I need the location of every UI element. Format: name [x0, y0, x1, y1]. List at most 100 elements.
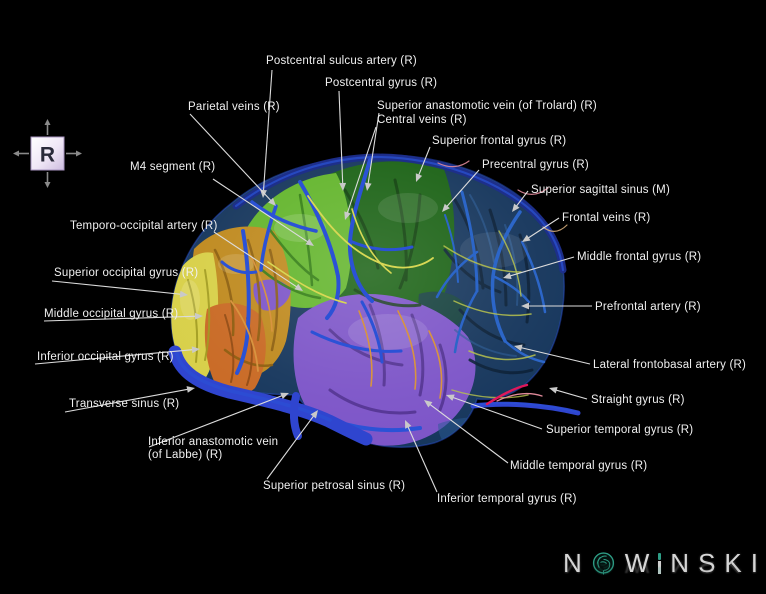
leader-line [526, 217, 560, 240]
leader-line [262, 69, 273, 193]
logo-letter: W [624, 548, 650, 578]
logo-letter: N [670, 548, 690, 578]
leader-arrowhead [186, 386, 195, 393]
parietal-veins [220, 158, 414, 375]
leader-arrowhead [179, 290, 188, 298]
anatomy-label-14[interactable]: Inferior anastomotic vein (of Labbe) (R) [148, 436, 279, 461]
logo-letter: N [562, 548, 582, 578]
leader-line [519, 346, 591, 365]
leader-line [367, 112, 380, 186]
orientation-cube-face[interactable] [30, 136, 65, 171]
leader-arrowhead [503, 272, 512, 279]
anatomy-label-15[interactable]: Superior petrosal sinus (R) [263, 480, 406, 492]
anatomy-label-11[interactable]: Middle occipital gyrus (R) [44, 308, 179, 320]
transverse-highlight [175, 352, 332, 422]
anatomy-label-6[interactable]: Precentral gyrus (R) [482, 159, 589, 171]
anatomy-label-22[interactable]: Middle frontal gyrus (R) [577, 251, 702, 263]
orientation-widget[interactable]: R [13, 118, 83, 190]
anatomy-label-7[interactable]: Parietal veins (R) [188, 101, 280, 113]
anatomy-label-21[interactable]: Prefrontal artery (R) [595, 301, 701, 313]
leader-arrowhead [424, 400, 433, 408]
leader-arrowhead [522, 234, 531, 242]
logo-letter: I [750, 562, 758, 577]
leader-line [148, 394, 284, 448]
anatomy-label-5[interactable]: Superior frontal gyrus (R) [432, 135, 567, 147]
leader-line [64, 388, 190, 413]
anatomy-label-12[interactable]: Inferior occipital gyrus (R) [37, 351, 174, 363]
logo-letter: N [670, 562, 690, 577]
leader-arrowhead [415, 173, 423, 182]
leader-arrowhead [339, 182, 347, 191]
anatomy-label-18[interactable]: Superior temporal gyrus (R) [546, 424, 694, 436]
leader-line [428, 403, 509, 464]
anatomy-label-17[interactable]: Middle temporal gyrus (R) [510, 460, 648, 472]
logo-letter: I [750, 548, 758, 578]
sinus-highlight [234, 155, 565, 272]
anatomy-label-16[interactable]: Inferior temporal gyrus (R) [437, 493, 577, 505]
leader-line [417, 146, 431, 177]
leader-arrowhead [442, 203, 450, 212]
anatomy-label-24[interactable]: Superior sagittal sinus (M) [531, 184, 670, 196]
anatomy-label-19[interactable]: Straight gyrus (R) [591, 394, 685, 406]
logo-letter: S [698, 548, 716, 578]
leader-arrowhead [280, 392, 289, 400]
leader-line [554, 389, 588, 400]
vessels[interactable] [168, 153, 581, 446]
logo-accent-i [658, 552, 662, 574]
anatomy-label-9[interactable]: Temporo-occipital artery (R) [70, 220, 218, 232]
rotate-left-arrowhead[interactable] [13, 150, 19, 157]
arteries [230, 160, 568, 406]
leader-line [508, 256, 575, 277]
brain-logo-icon [592, 551, 614, 574]
leader-line [266, 414, 315, 480]
anatomy-label-2[interactable]: Postcentral gyrus (R) [325, 77, 438, 89]
leader-arrowhead [512, 203, 520, 212]
leader-arrowhead [514, 344, 523, 352]
leader-line [445, 169, 480, 208]
anatomy-label-20[interactable]: Lateral frontobasal artery (R) [593, 359, 747, 371]
leader-arrowhead [446, 394, 455, 401]
leader-arrowhead [344, 211, 351, 220]
frontal-veins [435, 190, 547, 364]
rotate-right-arrowhead[interactable] [76, 150, 82, 157]
leader-line [406, 425, 438, 493]
anatomy-label-3[interactable]: Superior anastomotic vein (of Trolard) (… [377, 100, 597, 112]
orientation-letter: R [40, 144, 55, 167]
anatomy-label-23[interactable]: Frontal veins (R) [562, 212, 651, 224]
leader-line [43, 315, 198, 322]
leader-line [451, 396, 543, 430]
anatomy-label-8[interactable]: M4 segment (R) [130, 161, 216, 173]
rotate-up-arrowhead[interactable] [44, 119, 51, 125]
anatomy-label-1[interactable]: Postcentral sulcus artery (R) [266, 55, 417, 67]
brain-model[interactable] [168, 153, 581, 458]
leader-arrowhead [260, 189, 267, 198]
logo-letter: S [698, 562, 716, 577]
leader-line [212, 178, 310, 244]
leader-line [515, 190, 529, 208]
leader-arrowhead [305, 238, 314, 246]
lateral-frontobasal-artery-red [485, 383, 529, 406]
anatomy-label-13[interactable]: Transverse sinus (R) [69, 398, 180, 410]
petrosal-vessel [470, 401, 581, 416]
leader-arrowhead [194, 312, 203, 320]
logo-letter: K [724, 562, 742, 577]
logo-letter: W [624, 562, 650, 577]
brain-logo-icon [592, 562, 614, 576]
leader-line [51, 280, 183, 295]
logo-accent-i [658, 562, 662, 575]
logo-letter: N [562, 562, 582, 577]
leader-arrowhead [310, 410, 318, 419]
leader-line [338, 90, 344, 186]
leader-line [189, 113, 273, 202]
leader-arrowhead [405, 420, 412, 429]
leader-line [213, 231, 299, 289]
anatomy-label-4[interactable]: Central veins (R) [377, 114, 467, 126]
petrosal-highlight [474, 402, 578, 413]
leader-arrowhead [364, 182, 372, 191]
anatomy-label-10[interactable]: Superior occipital gyrus (R) [54, 267, 199, 279]
rotate-down-arrowhead[interactable] [44, 182, 51, 188]
sigmoid-sinus [289, 392, 302, 440]
